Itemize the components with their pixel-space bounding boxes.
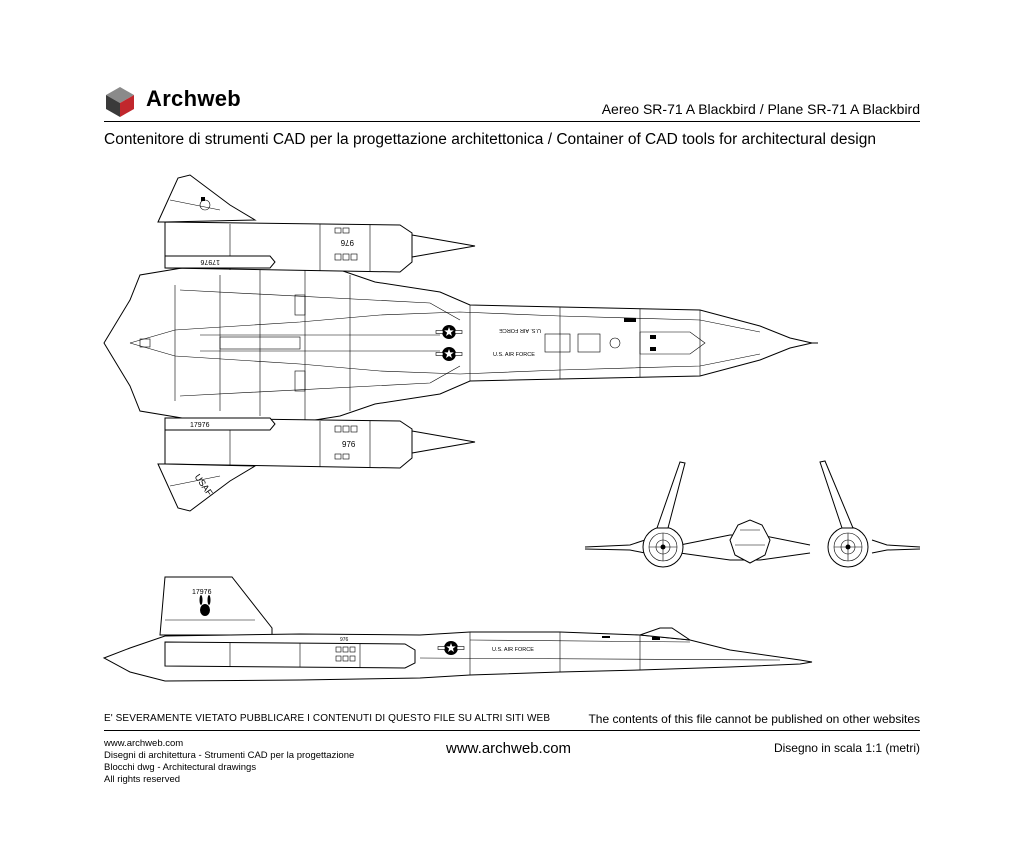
page-subtitle: Contenitore di strumenti CAD per la prog… xyxy=(104,131,876,148)
top-view-air-force-label-mirrored: U.S. AIR FORCE xyxy=(499,327,541,333)
lower-nacelle-serial: 976 xyxy=(342,440,356,449)
lower-pod-serial: 17976 xyxy=(190,422,210,429)
side-nacelle-serial: 976 xyxy=(340,637,349,643)
warning-italian: E' SEVERAMENTE VIETATO PUBBLICARE I CONT… xyxy=(104,713,551,724)
side-view: 17976 976 U.S. AIR FORCE xyxy=(102,576,813,682)
top-view-air-force-label: U.S. AIR FORCE xyxy=(493,352,535,358)
side-fin-serial: 17976 xyxy=(192,589,212,596)
upper-pod-serial: 17976 xyxy=(200,258,220,265)
front-view xyxy=(584,460,921,568)
archweb-logo-icon xyxy=(106,87,134,117)
drawing-title: Aereo SR-71 A Blackbird / Plane SR-71 A … xyxy=(601,101,920,117)
footer-line-website: www.archweb.com xyxy=(104,738,184,749)
footer-divider xyxy=(104,730,920,731)
upper-nacelle-serial: 976 xyxy=(340,238,354,247)
footer-line-rights: All rights reserved xyxy=(104,774,181,785)
top-view: U.S. AIR FORCE U.S. AIR FORCE 976 17976 xyxy=(103,174,818,512)
side-air-force-label: U.S. AIR FORCE xyxy=(492,647,534,653)
header-divider xyxy=(104,121,920,122)
footer-line-blocks: Blocchi dwg - Architectural drawings xyxy=(104,762,257,773)
footer-website-link[interactable]: www.archweb.com xyxy=(446,740,572,757)
warning-english: The contents of this file cannot be publ… xyxy=(588,712,920,726)
brand-name: Archweb xyxy=(146,86,242,111)
drawing-scale: Disegno in scala 1:1 (metri) xyxy=(773,741,920,755)
footer-info: www.archweb.com Disegni di architettura … xyxy=(104,738,354,786)
footer-line-drawings: Disegni di architettura - Strumenti CAD … xyxy=(104,750,355,761)
